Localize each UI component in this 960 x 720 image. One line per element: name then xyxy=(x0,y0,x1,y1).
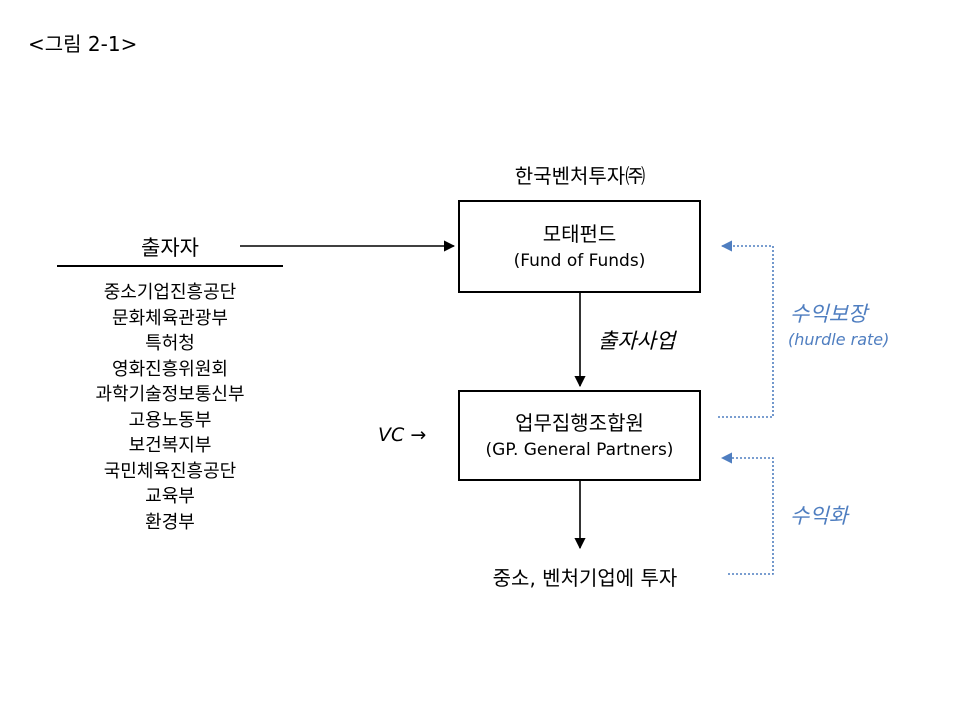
fund-of-funds-box: 모태펀드 (Fund of Funds) xyxy=(458,200,701,293)
investor-item: 영화진흥위원회 xyxy=(112,358,228,380)
fund-of-funds-title: 모태펀드 xyxy=(542,221,617,246)
vc-text: VC xyxy=(378,424,405,446)
investor-item: 환경부 xyxy=(145,511,195,533)
investors-heading: 출자자 xyxy=(141,236,199,260)
figure-label: <그림 2-1> xyxy=(28,32,138,56)
investment-target-label: 중소, 벤처기업에 투자 xyxy=(492,566,678,590)
investor-item: 중소기업진흥공단 xyxy=(103,282,237,303)
investors-list: 중소기업진흥공단 문화체육관광부 특허청 영화진흥위원회 과학기술정보통신부 고… xyxy=(55,280,285,535)
hurdle-sublabel: (hurdle rate) xyxy=(788,330,890,349)
profit-label: 수익화 xyxy=(790,504,848,528)
investors-divider xyxy=(57,265,283,267)
fund-manager-label: 한국벤처투자㈜ xyxy=(514,164,646,188)
gp-box: 업무집행조합원 (GP. General Partners) xyxy=(458,390,701,481)
fund-of-funds-subtitle: (Fund of Funds) xyxy=(513,250,646,271)
investor-item: 문화체육관광부 xyxy=(112,307,228,329)
investment-program-label: 출자사업 xyxy=(598,329,676,353)
vc-label: VC → xyxy=(378,424,426,446)
profit-dotted-arrow xyxy=(720,452,774,575)
investor-item: 고용노동부 xyxy=(128,409,212,431)
investor-item: 국민체육진흥공단 xyxy=(103,460,237,482)
investor-item: 보건복지부 xyxy=(128,435,212,456)
investor-item: 과학기술정보통신부 xyxy=(95,384,245,405)
hurdle-dotted-arrow xyxy=(718,240,774,418)
investor-item: 특허청 xyxy=(145,333,195,354)
hurdle-label: 수익보장 xyxy=(790,302,868,326)
investor-item: 교육부 xyxy=(145,486,195,507)
right-arrow-icon: → xyxy=(410,424,427,446)
gp-subtitle: (GP. General Partners) xyxy=(485,439,674,460)
gp-title: 업무집행조합원 xyxy=(515,410,644,435)
